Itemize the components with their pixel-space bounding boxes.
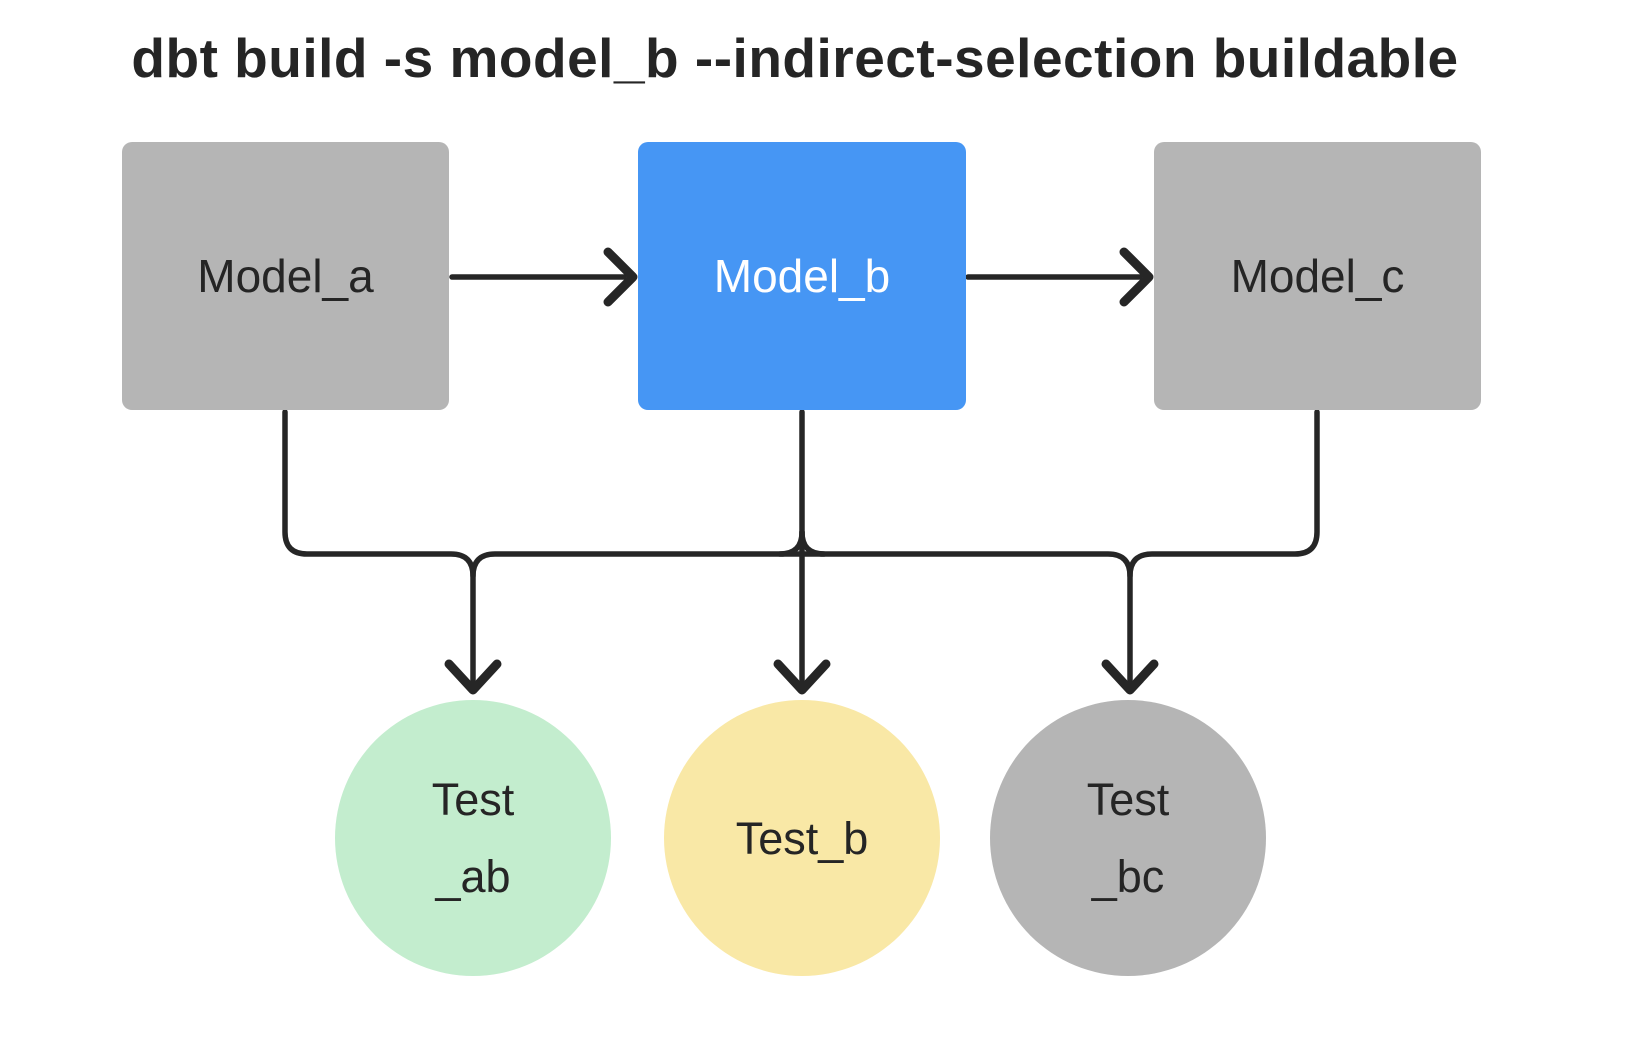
node-model-a-label: Model_a (197, 250, 374, 302)
node-model-c-label: Model_c (1230, 250, 1405, 302)
node-test-ab-label-line2: _ab (435, 851, 511, 902)
test-ab-arrowhead (444, 659, 502, 695)
node-test-ab-label-line1: Test (431, 774, 515, 825)
node-test-bc-label-line1: Test (1086, 774, 1170, 825)
edge-model-a-to-test-ab (282, 409, 476, 689)
edge-model-b-to-model-c-arrowhead (1119, 247, 1154, 307)
node-model-c: Model_c (1154, 142, 1481, 410)
node-model-b: Model_b (638, 142, 966, 410)
middle-junction-fillet-right (799, 529, 827, 557)
test-bc-arrowhead (1101, 659, 1159, 695)
node-model-a: Model_a (122, 142, 449, 410)
middle-junction-fillet-left (777, 529, 805, 557)
diagram-title: dbt build -s model_b --indirect-selectio… (131, 27, 1459, 89)
node-test-ab: Test _ab (335, 700, 611, 976)
node-model-b-label: Model_b (713, 250, 891, 302)
edge-model-c-to-test-bc (1127, 409, 1320, 579)
node-test-b: Test_b (664, 700, 940, 976)
edge-model-a-to-model-b-arrowhead (603, 247, 638, 307)
node-test-b-label-line1: Test_b (735, 812, 869, 864)
node-test-bc: Test _bc (990, 700, 1266, 976)
test-b-arrowhead (773, 659, 831, 695)
node-test-bc-label-line2: _bc (1091, 851, 1165, 902)
